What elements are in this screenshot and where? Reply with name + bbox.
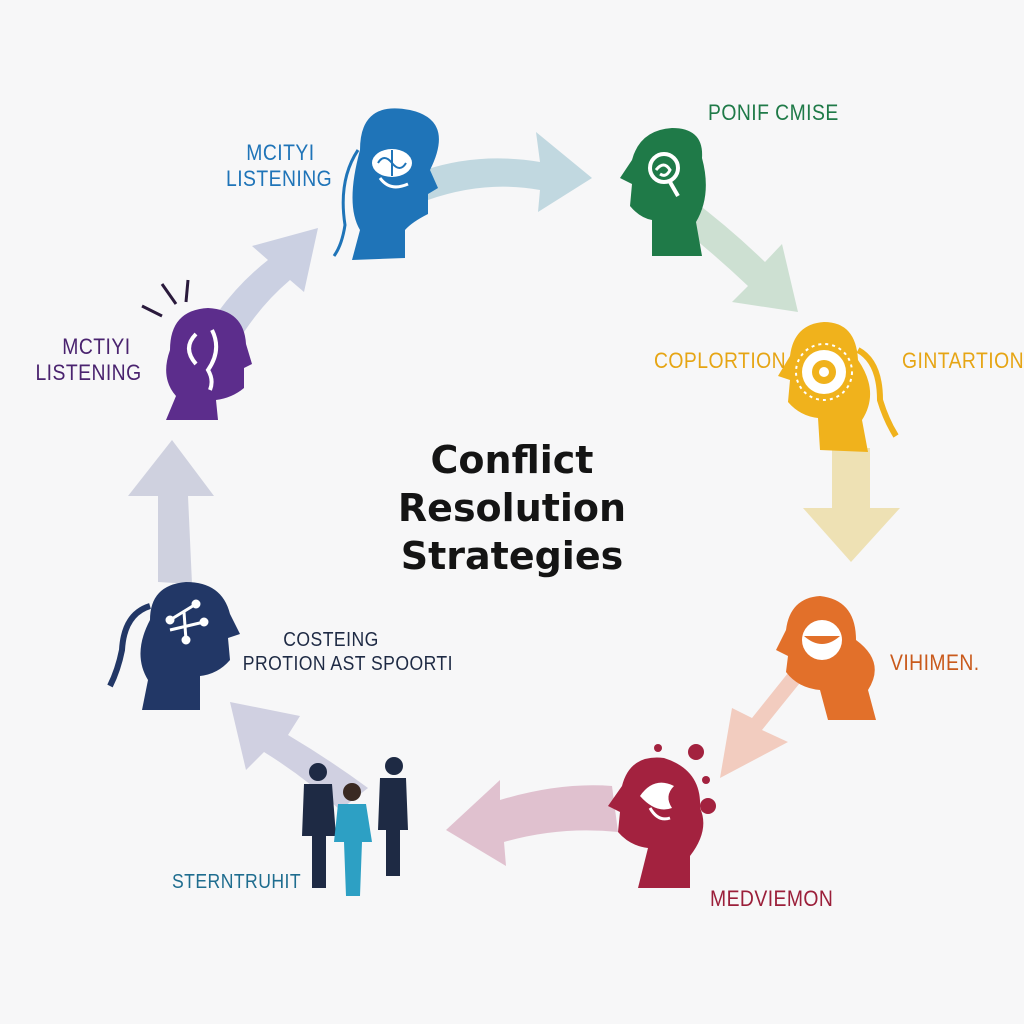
target-icon: [795, 343, 853, 401]
title-line-1: Conflict: [430, 438, 594, 482]
diagram-title: Conflict Resolution Strategies: [362, 436, 662, 580]
head-crimson-icon: [608, 744, 716, 888]
label-people: STERNTRUHIT: [172, 870, 301, 894]
label-purple-line2: LISTENING: [35, 360, 142, 386]
head-blue-top-icon: [332, 108, 439, 260]
label-yellow-left: COPLORTION: [654, 348, 786, 374]
spiral-icon: [648, 152, 680, 197]
label-blue-top-line1: MCITYI: [246, 140, 315, 165]
arrow-people-to-navy: [230, 702, 368, 810]
spark-lines-icon: [141, 279, 190, 318]
label-navy: COSTEING PROTION AST SPOORTI: [243, 628, 453, 676]
arrow-crimson-to-people: [446, 780, 618, 866]
label-people-line1: STERNTRUHIT: [172, 871, 302, 893]
label-yellow-right: GINTARTION: [902, 348, 1024, 374]
title-line-2: Resolution: [397, 486, 627, 530]
label-yellow-line2: GINTARTION: [902, 348, 1024, 373]
label-orange-line1: VIHIMEN.: [890, 650, 980, 675]
arrow-navy-to-purple: [128, 440, 214, 584]
lightning-icon: [187, 329, 219, 391]
label-purple-line1: MCTIYI: [62, 334, 131, 359]
head-orange-icon: [776, 596, 876, 720]
arrow-green-to-yellow: [674, 198, 798, 312]
label-navy-line1: COSTEING: [283, 629, 379, 651]
label-orange: VIHIMEN.: [890, 650, 980, 676]
title-line-3: Strategies: [400, 534, 624, 578]
label-purple: MCTIYI LISTENING: [35, 334, 142, 387]
gear-icon: [654, 744, 716, 814]
head-green-icon: [620, 128, 706, 256]
head-yellow-icon: [778, 322, 899, 452]
label-yellow-line1: COPLORTION: [654, 348, 787, 373]
label-crimson: MEDVIEMON: [710, 886, 833, 912]
arrow-orange-to-crimson: [720, 658, 812, 778]
label-crimson-line1: MEDVIEMON: [710, 886, 834, 911]
dove-icon: [640, 782, 674, 821]
network-icon: [165, 599, 209, 645]
people-group-icon: [302, 757, 408, 896]
label-blue-top: MCITYI LISTENING: [226, 140, 332, 193]
head-purple-icon: [141, 279, 252, 420]
label-green-line1: PONIF CMISE: [708, 100, 839, 125]
label-green: PONIF CMISE: [708, 100, 839, 126]
brain-icon: [372, 149, 412, 189]
label-navy-line2: PROTION AST SPOORTI: [242, 653, 453, 675]
arrow-blue-to-green: [425, 132, 592, 212]
label-blue-top-line2: LISTENING: [226, 166, 333, 192]
arrow-purple-to-blue: [218, 228, 318, 332]
arrow-yellow-to-orange: [803, 448, 900, 562]
head-navy-icon: [107, 582, 240, 710]
bowl-icon: [802, 617, 842, 660]
